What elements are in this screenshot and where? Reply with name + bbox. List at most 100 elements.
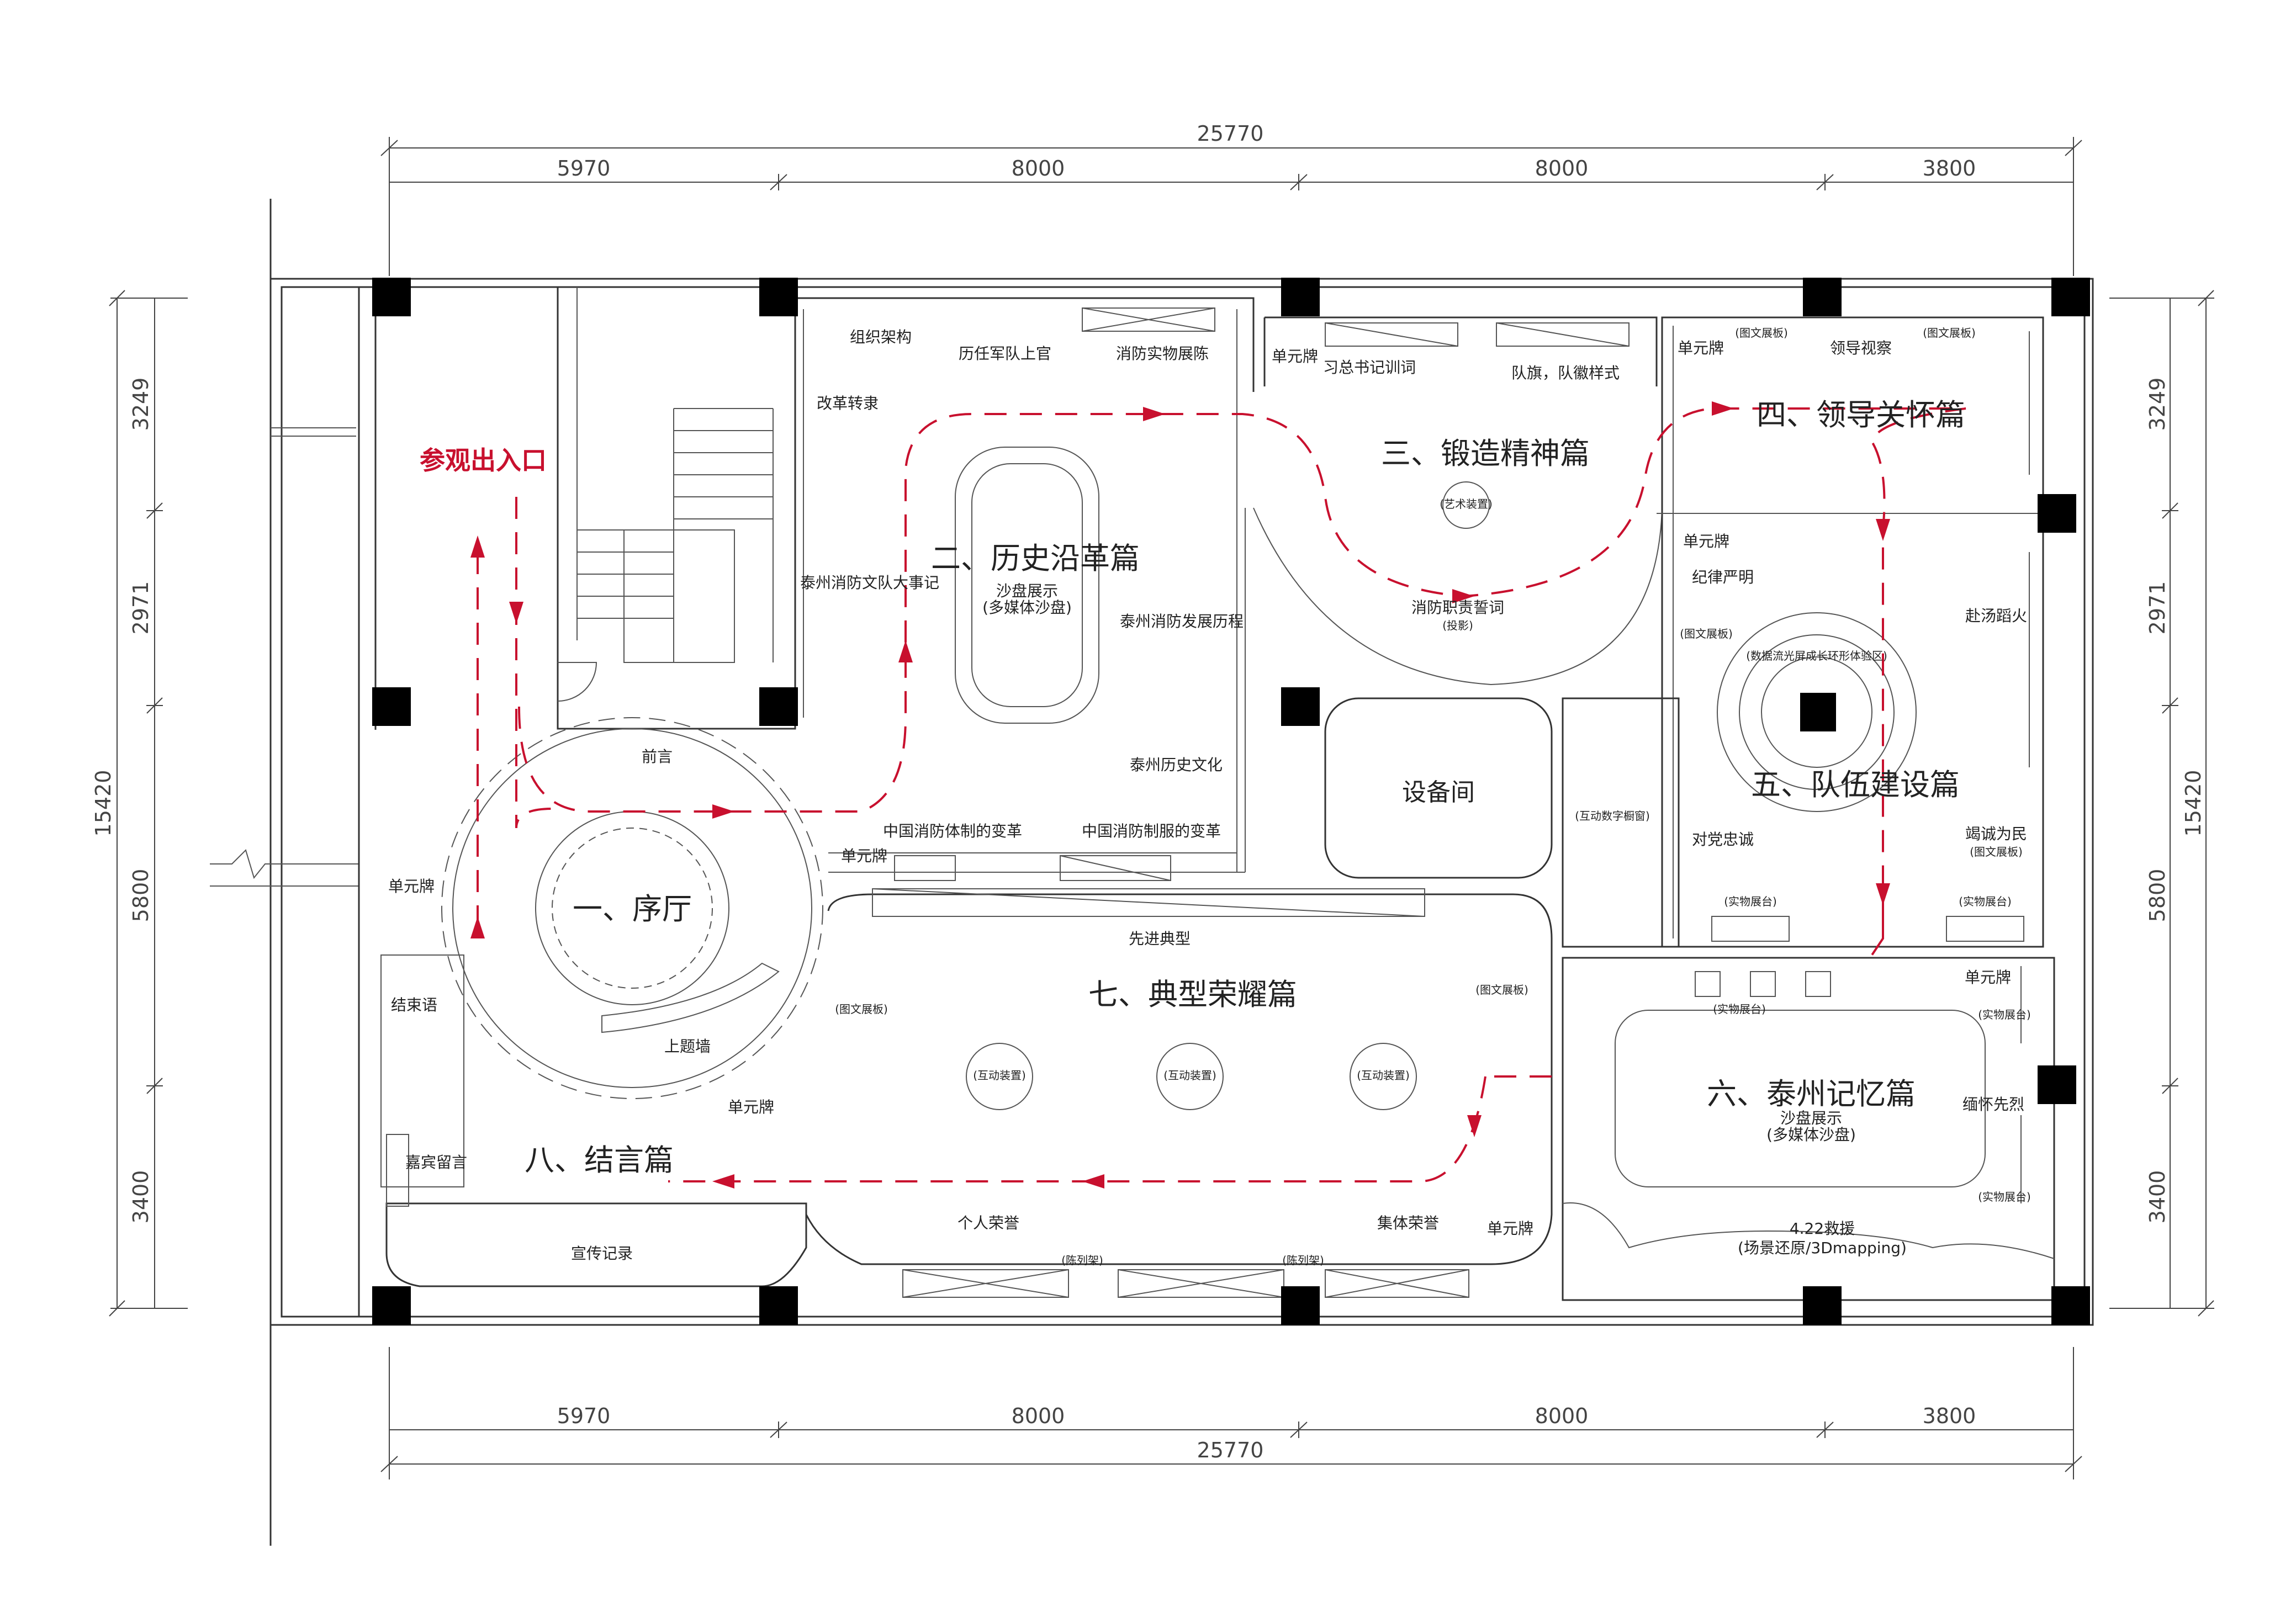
- label-shapan6-b: (多媒体沙盘): [1766, 1126, 1856, 1144]
- label-xunci: 习总书记训词: [1323, 358, 1416, 376]
- label-jiuyuan-b: (场景还原/3Dmapping): [1738, 1239, 1907, 1257]
- dimension-labels: 25770 5970 8000 8000 3800 5970 8000 8000…: [91, 121, 2205, 1462]
- label-shiwu-1: (实物展台): [1724, 895, 1777, 908]
- label-jitirongyu: 集体荣誉: [1377, 1214, 1439, 1232]
- label-zhidubiange: 中国消防体制的变革: [883, 822, 1022, 840]
- dim-right-1: 3249: [2145, 378, 2170, 431]
- dim-left-3: 5800: [129, 869, 153, 922]
- stair-treads: [577, 430, 773, 619]
- label-jilvyanming: 纪律严明: [1692, 568, 1754, 586]
- label-duiqi: 队旗，队徽样式: [1511, 364, 1620, 382]
- label-shiwu-4: (实物展台): [1978, 1008, 2031, 1021]
- label-zhifubiange: 中国消防制服的变革: [1082, 822, 1221, 840]
- label-hudong-2: (互动装置): [1163, 1069, 1216, 1082]
- label-jiehuojian: 结束语: [391, 996, 437, 1014]
- label-danyuanpai-3: 单元牌: [1678, 339, 1724, 357]
- label-danyuanpai-6: 单元牌: [1487, 1219, 1533, 1238]
- label-jiechengweimin: 竭诚为民: [1965, 825, 2027, 843]
- label-xiaofangshiwu: 消防实物展陈: [1116, 344, 1209, 363]
- label-chenlie-2: (陈列架): [1282, 1254, 1324, 1267]
- exhibit-labels: 组织架构 历任军队上官 消防实物展陈 改革转隶 泰州消防文队大事记 沙盘展示 (…: [388, 326, 2031, 1267]
- zone-8-title: 八、结言篇: [525, 1143, 674, 1178]
- label-shuzi: (互动数字橱窗): [1575, 809, 1650, 823]
- dim-left-total: 15420: [91, 770, 115, 837]
- zone-5-title: 五、队伍建设篇: [1751, 767, 1960, 802]
- label-gaigezhuanxing: 改革转隶: [817, 394, 879, 412]
- dimension-lines: [109, 137, 2214, 1479]
- label-fazhanlicheng: 泰州消防发展历程: [1120, 612, 1244, 630]
- zone-titles: 参观出入口 一、序厅 二、历史沿革篇 三、锻造精神篇 四、领导关怀篇 五、队伍建…: [420, 397, 1965, 1178]
- label-danyuanpai-4: 单元牌: [1683, 532, 1729, 550]
- device-circles: [966, 1043, 1417, 1110]
- label-dashiji: 泰州消防文队大事记: [800, 574, 939, 592]
- label-danyuanpai-5: 单元牌: [1965, 968, 2011, 986]
- dim-top-2: 8000: [1012, 156, 1065, 181]
- label-shiwu-2: (实物展台): [1959, 895, 2012, 908]
- label-tuwen-3: (图文展板): [1680, 627, 1733, 640]
- zone-3-title: 三、锻造精神篇: [1381, 436, 1590, 471]
- label-jiabinliuyan: 嘉宾留言: [405, 1153, 467, 1171]
- label-qianyan: 前言: [642, 747, 673, 766]
- label-xianjindianxing: 先进典型: [1129, 930, 1191, 948]
- route-arrows: [470, 401, 1890, 1189]
- dim-top-1: 5970: [557, 156, 611, 181]
- dim-left-4: 3400: [129, 1170, 153, 1224]
- dim-bottom-1: 5970: [557, 1404, 611, 1428]
- label-tuwen-1: (图文展板): [1735, 326, 1788, 340]
- label-tuwenzhanban-2: (图文展板): [1475, 983, 1528, 996]
- label-lishiwenhua: 泰州历史文化: [1130, 756, 1223, 774]
- label-danyuanpai-7: 单元牌: [388, 877, 435, 895]
- label-tuwenzhanban-1: (图文展板): [835, 1003, 888, 1016]
- label-gerenrongyu: 个人荣誉: [957, 1214, 1019, 1232]
- zone-6-title: 六、泰州记忆篇: [1707, 1076, 1916, 1111]
- label-shiwu-3: (实物展台): [1713, 1003, 1766, 1016]
- label-hudong-3: (互动装置): [1357, 1069, 1410, 1082]
- dim-bottom-2: 8000: [1012, 1404, 1065, 1428]
- label-shapan2-b: (多媒体沙盘): [982, 598, 1072, 617]
- label-xuanchuanjilu: 宣传记录: [571, 1244, 633, 1263]
- columns: [372, 278, 2090, 1325]
- label-shiwu-5: (实物展台): [1978, 1190, 2031, 1203]
- zone-7-title: 七、典型荣耀篇: [1088, 977, 1297, 1012]
- label-lirenjunshang: 历任军队上官: [959, 344, 1051, 363]
- entrance-label: 参观出入口: [420, 445, 547, 475]
- label-shapan6-a: 沙盘展示: [1780, 1109, 1842, 1127]
- zone-4-title: 四、领导关怀篇: [1757, 397, 1965, 432]
- dim-bottom-total: 25770: [1197, 1438, 1264, 1462]
- label-danyuanpai-1: 单元牌: [841, 847, 887, 865]
- label-huaixian: 缅怀先烈: [1962, 1095, 2024, 1113]
- dim-top-3: 8000: [1535, 156, 1589, 181]
- zone-2-title: 二、历史沿革篇: [931, 541, 1140, 576]
- walls: [210, 199, 2094, 1546]
- label-chenlie-1: (陈列架): [1061, 1254, 1103, 1267]
- visitor-route: [477, 407, 1966, 1182]
- label-zuzhijiagou: 组织架构: [850, 328, 912, 346]
- dim-top-4: 3800: [1923, 156, 1976, 181]
- dim-bottom-3: 8000: [1535, 1404, 1589, 1428]
- label-danyuanpai-8: 单元牌: [728, 1098, 774, 1116]
- label-yuanxing5: (数据流光屏成长环形体验区): [1746, 649, 1887, 662]
- label-shapan2-a: 沙盘展示: [996, 582, 1058, 600]
- label-duidangzhongcheng: 对党忠诚: [1692, 830, 1754, 848]
- label-danyuanpai-2: 单元牌: [1272, 347, 1318, 365]
- label-shangtian: 上题墙: [664, 1037, 711, 1056]
- label-hudong-1: (互动装置): [973, 1069, 1026, 1082]
- label-jilubinge: 消防职责誓词: [1411, 598, 1504, 617]
- dim-bottom-4: 3800: [1923, 1404, 1976, 1428]
- display-cases: [386, 307, 2024, 1298]
- dim-left-1: 3249: [129, 378, 153, 431]
- dim-top-total: 25770: [1197, 121, 1264, 146]
- equipment-room-title: 设备间: [1402, 778, 1475, 807]
- label-jilubinge-b: (投影): [1442, 619, 1473, 632]
- dim-right-2: 2971: [2145, 581, 2170, 635]
- dim-right-4: 3400: [2145, 1170, 2170, 1224]
- label-tuwen-4: (图文展板): [1970, 845, 2023, 858]
- dim-right-total: 15420: [2181, 770, 2205, 837]
- label-jiuyuan-a: 4.22救援: [1790, 1219, 1855, 1238]
- zone-1-title: 一、序厅: [573, 892, 692, 926]
- dim-left-2: 2971: [129, 581, 153, 635]
- label-yishu3: (艺术装置): [1440, 497, 1493, 511]
- label-lingdaoshicha: 领导视察: [1830, 339, 1892, 357]
- dim-right-3: 5800: [2145, 869, 2170, 922]
